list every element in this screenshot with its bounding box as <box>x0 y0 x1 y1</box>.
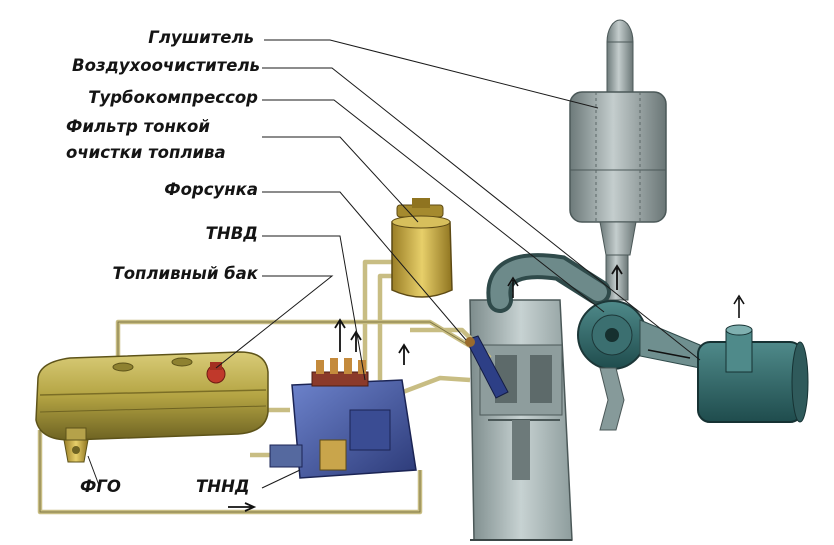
hp-pump-shape <box>269 318 417 479</box>
label-muffler: Глушитель <box>148 28 254 47</box>
label-fuel-tank: Топливный бак <box>112 264 258 283</box>
injector-shape <box>465 335 509 399</box>
label-injector: Форсунка <box>164 180 258 199</box>
label-coarse-filter: ФГО <box>80 477 121 496</box>
fine-filter-shape <box>391 198 453 298</box>
engine-block <box>469 299 573 541</box>
fuel-tank-shape <box>35 351 269 441</box>
coarse-filter-shape <box>63 427 89 463</box>
air-cleaner-shape <box>697 294 809 423</box>
intake-pipe <box>486 253 611 313</box>
label-air-cleaner: Воздухоочиститель <box>72 56 260 75</box>
label-turbocharger: Турбокомпрессор <box>88 88 258 107</box>
flow-arrow <box>228 502 257 512</box>
turbocharger-shape <box>577 300 701 431</box>
leader-lines <box>87 39 701 489</box>
muffler-shape <box>569 19 667 301</box>
label-fine-filter-line2: очистки топлива <box>66 143 226 162</box>
label-lp-pump: ТННД <box>196 477 250 496</box>
label-fine-filter-line1: Фильтр тонкой <box>66 117 210 136</box>
label-hp-pump: ТНВД <box>205 224 258 243</box>
